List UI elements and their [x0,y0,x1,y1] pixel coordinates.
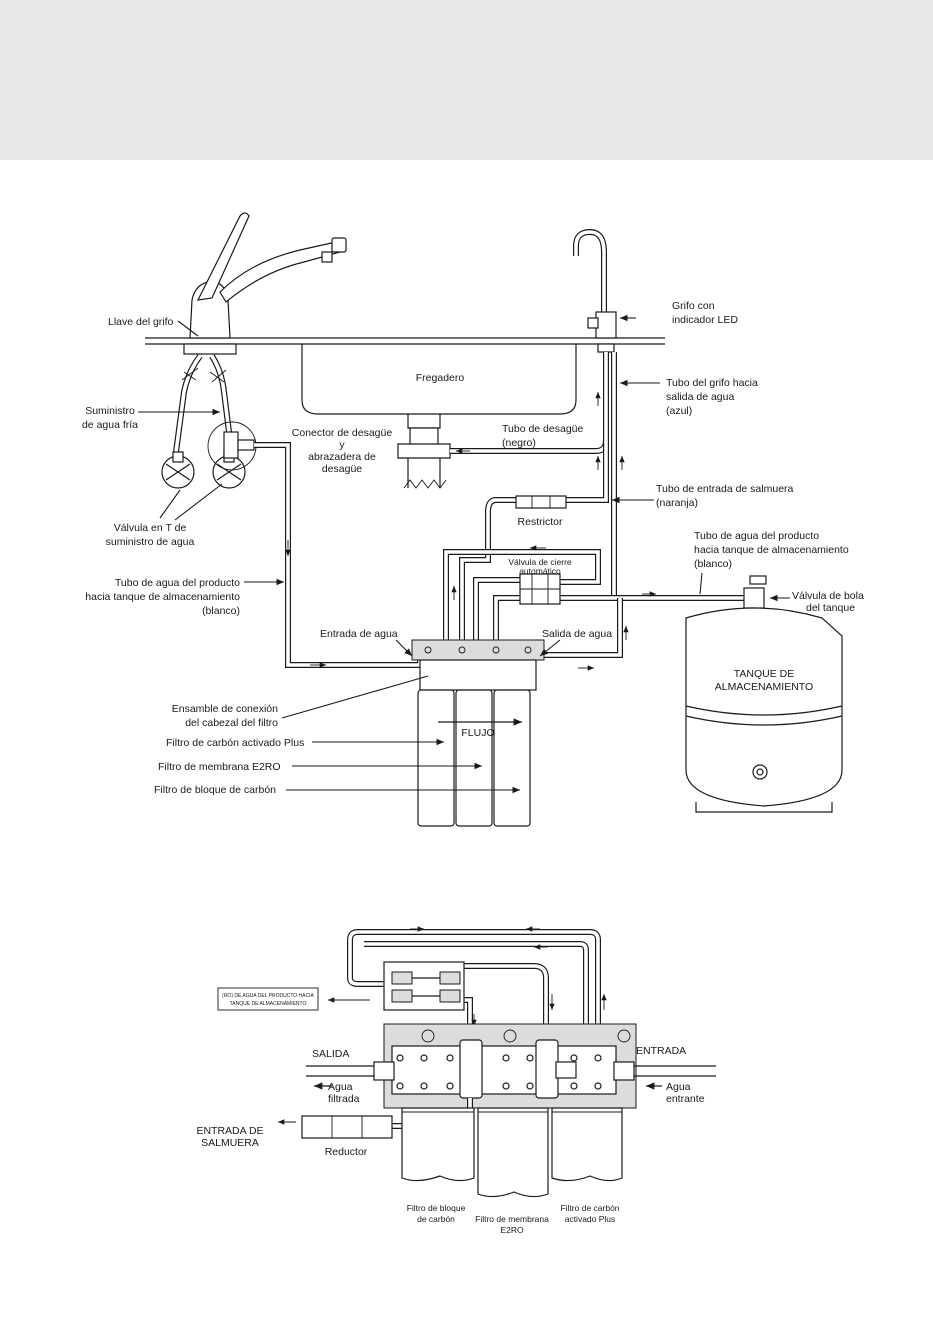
valve-assembly-top [383,961,465,1011]
label-head-assembly-1: Ensamble de conexión [172,703,278,715]
faucet-supply-hoses [173,354,233,453]
label-product-tube-left-2: hacia tanque de almacenamiento [85,591,240,603]
label-t-valve-2: suministro de agua [106,536,195,548]
diagram-installation: Llave del grifo Fregadero Grifo con indi… [82,212,864,827]
label-drain-connector-2: y [339,439,345,451]
label-carbon-block: Filtro de bloque de carbón [154,784,276,796]
label-inlet: ENTRADA [636,1045,686,1057]
label-water-inlet: Entrada de agua [320,628,398,640]
label-drain-connector-3: abrazadera de [308,451,376,463]
auto-shutoff-valve [519,573,561,605]
label-drain-tube-2: (negro) [502,437,536,449]
label-filtered-water-2: filtrada [328,1093,360,1105]
label-water-outlet: Salida de agua [542,628,612,640]
label-cold-supply-1: Suministro [85,405,135,417]
label-cold-supply-2: de agua fría [82,419,138,431]
label-flow: FLUJO [461,727,494,739]
bracket-bolts [396,1054,602,1090]
d2-filter-housing-2 [477,1107,549,1198]
label-drain-connector-4: desagüe [322,463,362,475]
d2-filter-housing-1 [401,1107,475,1182]
product-tube-box [217,987,370,1011]
label-reducer: Reductor [325,1146,368,1158]
faucet-tube [595,352,625,596]
label-faucet-tube-2: salida de agua [666,391,734,403]
label-brine-tube-2: (naranja) [656,497,698,509]
label-faucet-handle: Llave del grifo [108,316,174,328]
shutoff-valve-left [161,451,195,489]
ro-faucet [573,228,617,353]
head-fittings [373,1039,635,1099]
top-tubing-loop [347,926,607,1073]
label-d2-carbon-block-1: Filtro de bloque [407,1203,466,1213]
filter-housing-1 [417,689,455,827]
label-membrane: Filtro de membrana E2RO [158,761,281,773]
storage-tank [685,607,843,813]
filter-head [411,639,545,691]
label-brine-inlet-1: ENTRADA DE [196,1125,263,1137]
label-shutoff-valve-2: automático [519,566,561,576]
label-faucet-tube-1: Tubo del grifo hacia [666,377,758,389]
label-restrictor: Restrictor [518,516,563,528]
label-d2-activated-carbon-1: Filtro de carbón [560,1203,619,1213]
label-tank-2: ALMACENAMIENTO [715,681,813,693]
filter-housing-3 [493,689,531,827]
label-filtered-water-1: Agua [328,1081,353,1093]
tank-ball-valve [743,575,767,616]
label-incoming-water-1: Agua [666,1081,691,1093]
drain-tube [450,350,609,454]
label-tank-ball-valve-1: Válvula de bola [792,590,864,602]
label-drain-tube-1: Tubo de desagüe [502,423,584,435]
restrictor [515,495,567,509]
label-led-faucet-2: indicador LED [672,314,738,326]
label-d2-carbon-block-2: de carbón [417,1214,455,1224]
label-sink: Fregadero [416,372,465,384]
label-t-valve-1: Válvula en T de [114,522,187,534]
label-product-box-2: TANQUE DE ALMACENAMIENTO [230,1001,307,1007]
d2-filter-housing-3 [551,1107,623,1182]
label-tank-ball-valve-2: del tanque [806,602,855,614]
leader-lines-d1 [138,314,790,794]
drain-pipe [397,427,451,489]
label-outlet: SALIDA [312,1048,349,1060]
mounting-bracket [383,1023,637,1109]
label-product-tube-left-3: (blanco) [202,605,240,617]
kitchen-faucet [183,212,347,355]
label-product-tube-tank-2: hacia tanque de almacenamiento [694,544,849,556]
filter-housing-2 [455,689,493,827]
label-product-tube-tank-3: (blanco) [694,558,732,570]
label-brine-inlet-2: SALMUERA [201,1137,259,1149]
label-d2-activated-carbon-2: activado Plus [565,1214,616,1224]
countertop [145,337,665,345]
label-product-tube-tank-1: Tubo de agua del producto [694,530,819,542]
t-valve [207,421,257,471]
label-head-assembly-2: del cabezal del filtro [185,717,278,729]
header-band [0,0,933,160]
label-incoming-water-2: entrante [666,1093,705,1105]
auto-shutoff-tubes [443,545,744,671]
label-product-tube-left-1: Tubo de agua del producto [115,577,240,589]
label-led-faucet-1: Grifo con [672,300,715,312]
side-pipes [306,1065,716,1090]
label-activated-carbon: Filtro de carbón activado Plus [166,737,304,749]
label-shutoff-valve-1: Válvula de cierre [508,557,572,567]
label-product-box-1: (RO) DE AGUA DEL PRODUCTO HACIA [222,993,314,999]
label-d2-membrane-1: Filtro de membrana [475,1214,549,1224]
diagram-filter-assembly: (RO) DE AGUA DEL PRODUCTO HACIA TANQUE D… [196,926,716,1235]
label-tank-1: TANQUE DE [734,668,794,680]
label-d2-membrane-2: E2RO [500,1225,524,1235]
sink-basin [301,344,577,429]
label-drain-connector-1: Conector de desagüe [292,427,393,439]
brine-tube [459,352,609,640]
label-faucet-tube-3: (azul) [666,405,692,417]
label-brine-tube-1: Tubo de entrada de salmuera [656,483,794,495]
